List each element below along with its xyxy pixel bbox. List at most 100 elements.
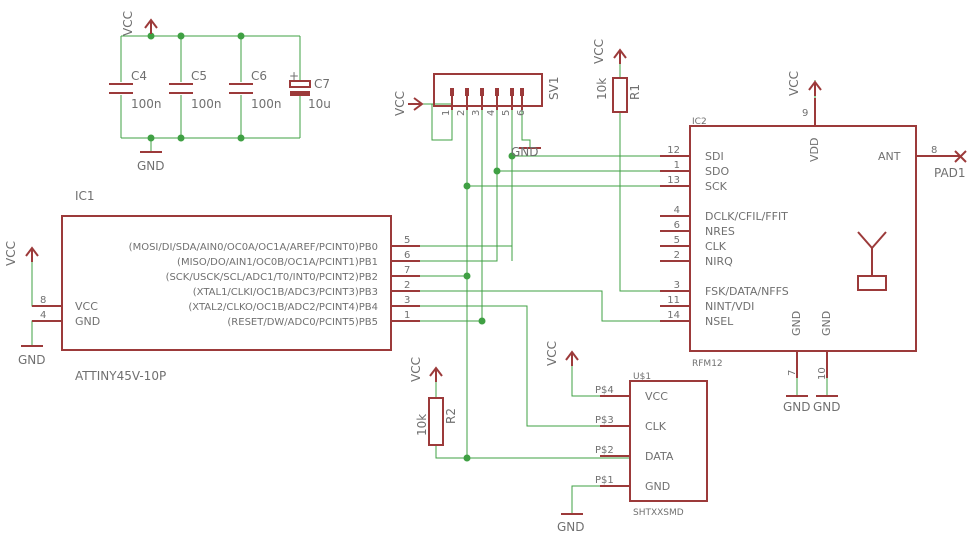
ic1-right-pin-numbers: 5 6 7 2 3 1: [404, 235, 410, 321]
pin-name: GND: [645, 480, 670, 493]
gnd-label: GND: [511, 145, 539, 159]
pin-name: FSK/DATA/NFFS: [705, 285, 789, 298]
pin-name: SDO: [705, 165, 729, 178]
junction: [177, 32, 185, 40]
pin-number: 2: [674, 250, 680, 261]
pin-name: NINT/VDI: [705, 300, 754, 313]
vcc-symbol: [429, 366, 443, 382]
vcc-label: VCC: [409, 357, 423, 382]
pin-name: DATA: [645, 450, 674, 463]
pin-number: 5: [501, 110, 512, 116]
part-name: C7: [314, 77, 330, 91]
pin-number: 14: [667, 310, 680, 321]
wire-pb1: [391, 171, 498, 262]
pin-number: 11: [667, 295, 680, 306]
wire-pb3: [391, 290, 690, 322]
wire-pb4: [391, 305, 630, 427]
pin-name: GND: [75, 315, 100, 328]
wire-sv1-gnd: [521, 110, 531, 148]
vcc-label: VCC: [393, 91, 407, 116]
part-name: IC2: [692, 117, 707, 127]
pin-name: DCLK/CFIL/FFIT: [705, 210, 788, 223]
wire-attiny-vcc: [31, 256, 62, 307]
wire-r2-data: [435, 445, 630, 459]
vcc-symbol: [565, 350, 579, 366]
vcc-label: VCC: [4, 241, 18, 266]
pin-name: GND: [820, 311, 833, 336]
pin-number: 2: [456, 110, 467, 116]
pin-name: VCC: [75, 300, 98, 313]
part-value: 10k: [595, 78, 609, 100]
vcc-label: VCC: [787, 71, 801, 96]
pin-number: 4: [674, 205, 680, 216]
junctions: [147, 32, 516, 462]
pad-label: P$1: [595, 475, 614, 486]
pin-number: 2: [404, 280, 410, 291]
pin-number: 13: [667, 175, 680, 186]
pin-number: 1: [441, 110, 452, 116]
pin-name: (RESET/DW/ADC0/PCINT5)PB5: [227, 317, 378, 328]
gnd-label: GND: [813, 400, 841, 414]
pin-number: 3: [674, 280, 680, 291]
pin-name: (MOSI/DI/SDA/AIN0/OC0A/OC1A/AREF/PCINT0)…: [129, 242, 378, 253]
part-value: SHTXXSMD: [633, 508, 684, 518]
pin-name: (SCK/USCK/SCL/ADC1/T0/INT0/PCINT2)PB2: [166, 272, 378, 283]
resistor-r2: R2 10k: [415, 397, 458, 446]
junction: [147, 134, 155, 142]
gnd-label: GND: [783, 400, 811, 414]
antenna-icon: [857, 231, 887, 291]
wire-sht-gnd: [571, 485, 630, 514]
pin-name: ANT: [878, 150, 901, 163]
pin-number: 7: [787, 370, 798, 376]
part-value: 100n: [191, 97, 222, 111]
wire-sv1-vcc: [422, 103, 453, 141]
pin-number: 6: [516, 110, 527, 116]
part-name: PAD1: [934, 166, 966, 180]
part-name: C5: [191, 69, 207, 83]
pad1: PAD1: [934, 150, 967, 180]
connector-sv1: 1 2 3 4 5 6 SV1: [433, 73, 561, 116]
resistor-r1: R1 10k: [595, 77, 642, 113]
pin-name: NRES: [705, 225, 735, 238]
part-value: ATTINY45V-10P: [75, 369, 166, 383]
wires: [31, 26, 828, 514]
wire-pb0: [391, 155, 690, 247]
pin-name: SCK: [705, 180, 728, 193]
part-value: RFM12: [692, 359, 723, 369]
pin-number: 3: [404, 295, 410, 306]
junction: [177, 134, 185, 142]
pad-label: P$3: [595, 415, 614, 426]
vcc-symbol: [408, 97, 424, 111]
pin-name: (XTAL1/CLKI/OC1B/ADC3/PCINT3)PB3: [193, 287, 378, 298]
capacitor-c4: C4 100n: [109, 69, 162, 111]
pad-label: P$4: [595, 385, 614, 396]
capacitor-c6: C6 100n: [229, 69, 282, 111]
part-name: IC1: [75, 189, 95, 203]
pin-name: (XTAL2/CLKO/OC1B/ADC2/PCINT4)PB4: [188, 302, 378, 313]
pin-number: 1: [674, 160, 680, 171]
pin-name: GND: [790, 311, 803, 336]
vcc-symbol: [144, 18, 158, 34]
pin-name: (MISO/DO/AIN1/OC0B/OC1A/PCINT1)PB1: [177, 257, 378, 268]
pin-name: CLK: [705, 240, 727, 253]
vcc-symbol: [808, 80, 822, 96]
vcc-label: VCC: [592, 39, 606, 64]
part-name: C6: [251, 69, 267, 83]
pin-number: 6: [674, 220, 680, 231]
part-name: U$1: [633, 372, 651, 382]
ic2-pin-names: SDI SDO SCK DCLK/CFIL/FFIT NRES CLK NIRQ…: [705, 150, 789, 328]
junction: [508, 152, 516, 160]
pin-name: CLK: [645, 420, 667, 433]
part-value: 100n: [251, 97, 282, 111]
pin-number: 8: [931, 145, 937, 156]
junction: [463, 182, 471, 190]
capacitors: C4 100n C5 100n C6 100n + C7 10u: [109, 69, 331, 111]
junction: [493, 167, 501, 175]
junction: [237, 32, 245, 40]
pin-number: 4: [40, 310, 46, 321]
junction: [463, 272, 471, 280]
part-name: SV1: [547, 77, 561, 100]
ic1-attiny45: IC1 ATTINY45V-10P 8 4 VCC GND 5 6 7 2 3 …: [32, 189, 420, 383]
pin-number: 10: [817, 367, 828, 380]
